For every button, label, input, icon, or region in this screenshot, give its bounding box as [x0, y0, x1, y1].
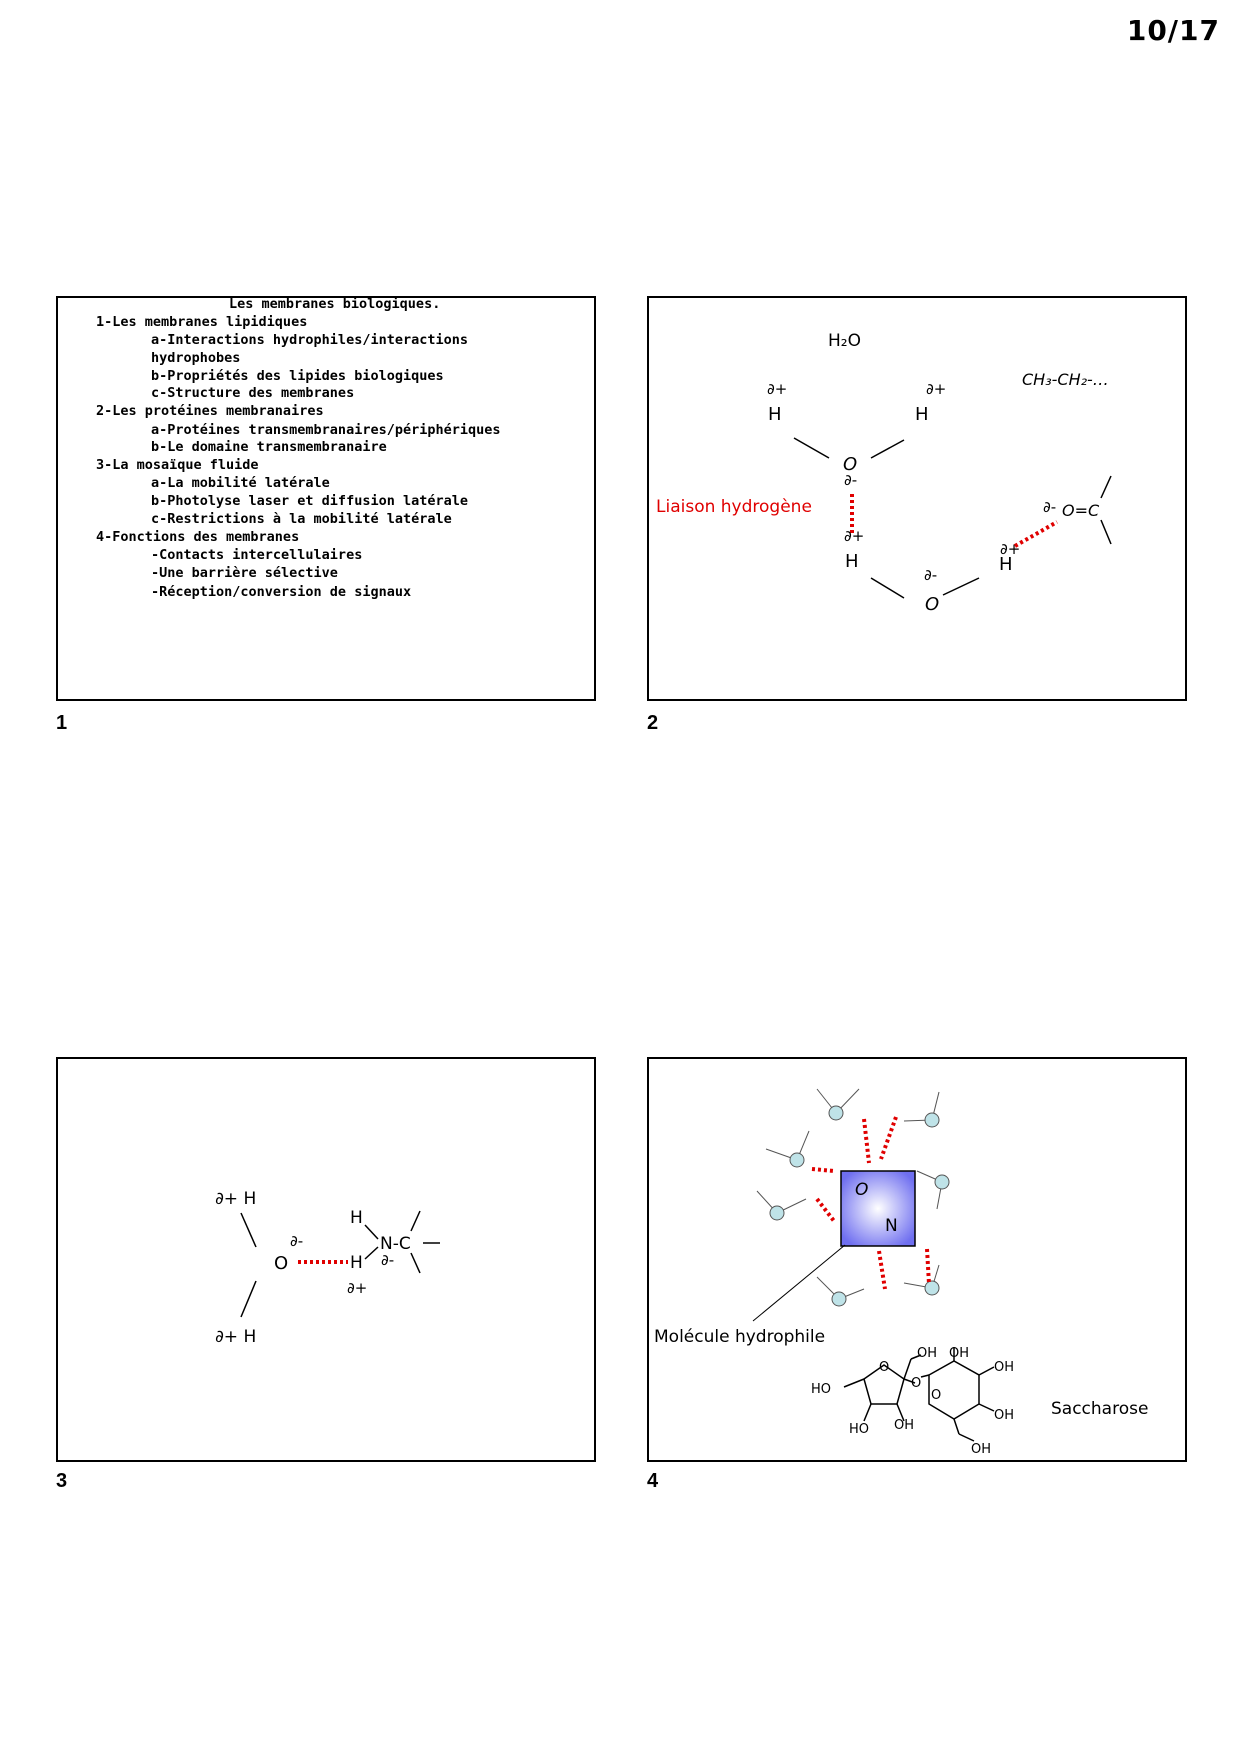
atom-h: H	[845, 551, 859, 572]
h2o-label: H₂O	[828, 331, 861, 351]
saccharose-labels: HO HO OH OH OH OH OH OH O O O	[811, 1346, 1014, 1457]
outline-item: c-Restrictions à la mobilité latérale	[151, 511, 452, 527]
hydrogen-bond	[1014, 520, 1058, 548]
outline-item: -Contacts intercellulaires	[151, 547, 363, 563]
outline-item: a-La mobilité latérale	[151, 475, 330, 491]
saccharose-structure	[843, 1347, 995, 1442]
slide-title: Les membranes biologiques.	[229, 296, 441, 312]
oh-label: OH	[971, 1442, 991, 1457]
atom-o: O	[274, 1253, 288, 1274]
carbonyl-label: O=C	[1062, 501, 1100, 520]
molecule-label: Molécule hydrophile	[654, 1327, 825, 1347]
oh-label: OH	[917, 1346, 937, 1361]
outline-item: b-Photolyse laser et diffusion latérale	[151, 493, 468, 509]
atom-o: O	[843, 454, 857, 475]
outline-item: 1-Les membranes lipidiques	[96, 314, 308, 330]
page-label: 10/17	[1126, 14, 1220, 47]
atom-o: O	[925, 594, 939, 615]
delta-plus-h: ∂+ H	[215, 1189, 256, 1209]
oh-label: OH	[994, 1408, 1014, 1423]
oh-label: OH	[994, 1360, 1014, 1375]
ring-oxygen: O	[879, 1360, 889, 1375]
delta-minus: ∂-	[381, 1251, 394, 1269]
outline-item: b-Le domaine transmembranaire	[151, 439, 387, 455]
atom-h: H	[915, 404, 929, 425]
delta-plus: ∂+	[767, 380, 787, 398]
hydrogen-bonds	[811, 1116, 931, 1290]
delta-minus: ∂-	[924, 566, 937, 584]
slide-1: Les membranes biologiques. 1-Les membran…	[56, 296, 596, 701]
delta-minus: ∂-	[290, 1232, 303, 1250]
water-molecules	[756, 1088, 950, 1307]
hydrophilic-box	[840, 1170, 916, 1247]
water-amine-diagram: ∂+ H ∂- O ∂+ H H ∂+ H N-C ∂-	[215, 1189, 440, 1347]
outline-item: hydrophobes	[151, 350, 241, 366]
outline-item: c-Structure des membranes	[151, 385, 355, 401]
delta-plus-h: ∂+ H	[215, 1327, 256, 1347]
slide-number: 2	[647, 712, 659, 734]
slide-number: 1	[56, 712, 68, 734]
atom-h: H	[768, 404, 782, 425]
atom-o: O	[855, 1180, 868, 1200]
slide-4: O N Molécule hydrophile Saccharose HO HO…	[647, 1057, 1187, 1462]
glycosidic-oxygen: O	[911, 1376, 921, 1391]
outline-item: b-Propriétés des lipides biologiques	[151, 368, 444, 384]
delta-minus: ∂-	[1043, 498, 1056, 516]
outline-item: 2-Les protéines membranaires	[96, 403, 324, 419]
slide-number: 4	[647, 1470, 659, 1492]
hydrophilic-molecule-diagram: O N Molécule hydrophile Saccharose HO HO…	[654, 1088, 1148, 1457]
delta-minus: ∂-	[844, 471, 857, 489]
delta-plus: ∂+	[926, 380, 946, 398]
oh-label: OH	[894, 1418, 914, 1433]
atom-h: H	[350, 1253, 363, 1273]
slide-2: H₂O CH₃-CH₂-… ∂+ H ∂+ H O ∂- Liaison hyd…	[647, 296, 1187, 701]
delta-plus: ∂+	[347, 1279, 367, 1297]
amine-label: N-C	[380, 1234, 411, 1254]
ho-label: HO	[849, 1422, 869, 1437]
slide-3: ∂+ H ∂- O ∂+ H H ∂+ H N-C ∂-	[56, 1057, 596, 1462]
sugar-label: Saccharose	[1051, 1399, 1148, 1419]
bond-label: Liaison hydrogène	[656, 497, 812, 517]
oh-label: OH	[949, 1346, 969, 1361]
atom-h: H	[350, 1208, 363, 1228]
slide-number: 3	[56, 1470, 68, 1492]
ho-label: HO	[811, 1382, 831, 1397]
atom-h: H	[999, 554, 1013, 575]
outline-item: a-Protéines transmembranaires/périphériq…	[151, 422, 501, 438]
atom-n: N	[885, 1216, 898, 1236]
outline-item: 3-La mosaïque fluide	[96, 457, 259, 473]
outline-item: a-Interactions hydrophiles/interactions	[151, 332, 468, 348]
ring-oxygen: O	[931, 1388, 941, 1403]
delta-plus: ∂+	[844, 527, 864, 545]
ethyl-label: CH₃-CH₂-…	[1022, 370, 1109, 389]
outline-item: -Réception/conversion de signaux	[151, 584, 412, 600]
outline-item: -Une barrière sélective	[151, 565, 338, 581]
hydrogen-bond-diagram: H₂O CH₃-CH₂-… ∂+ H ∂+ H O ∂- Liaison hyd…	[656, 331, 1112, 615]
outline-item: 4-Fonctions des membranes	[96, 529, 300, 545]
